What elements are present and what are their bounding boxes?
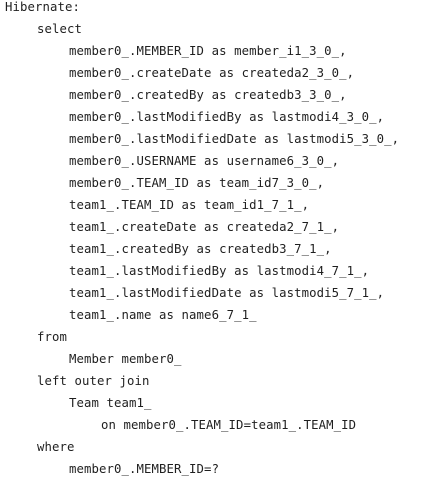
on-clause: on member0_.TEAM_ID=team1_.TEAM_ID [101,418,357,432]
select-column: member0_.lastModifiedBy as lastmodi4_3_0… [69,110,385,124]
where-clause: member0_.MEMBER_ID=? [69,462,220,476]
from-keyword: from [37,330,68,344]
select-column: team1_.name as name6_7_1_ [69,308,257,322]
select-column: team1_.lastModifiedDate as lastmodi5_7_1… [69,286,385,300]
select-column: team1_.createDate as createda2_7_1_, [69,220,340,234]
select-column: member0_.MEMBER_ID as member_i1_3_0_, [69,44,347,58]
select-column: team1_.createdBy as createdb3_7_1_, [69,242,332,256]
join-keyword: left outer join [37,374,150,388]
join-table: Team team1_ [69,396,152,410]
select-column: member0_.createDate as createda2_3_0_, [69,66,355,80]
select-column: member0_.USERNAME as username6_3_0_, [69,154,340,168]
select-column: member0_.lastModifiedDate as lastmodi5_3… [69,132,400,146]
select-column: member0_.TEAM_ID as team_id7_3_0_, [69,176,325,190]
where-keyword: where [37,440,75,454]
select-column: member0_.createdBy as createdb3_3_0_, [69,88,347,102]
select-column: team1_.lastModifiedBy as lastmodi4_7_1_, [69,264,370,278]
hibernate-header: Hibernate: [5,0,81,14]
from-table: Member member0_ [69,352,182,366]
select-column: team1_.TEAM_ID as team_id1_7_1_, [69,198,310,212]
select-keyword: select [37,22,83,36]
